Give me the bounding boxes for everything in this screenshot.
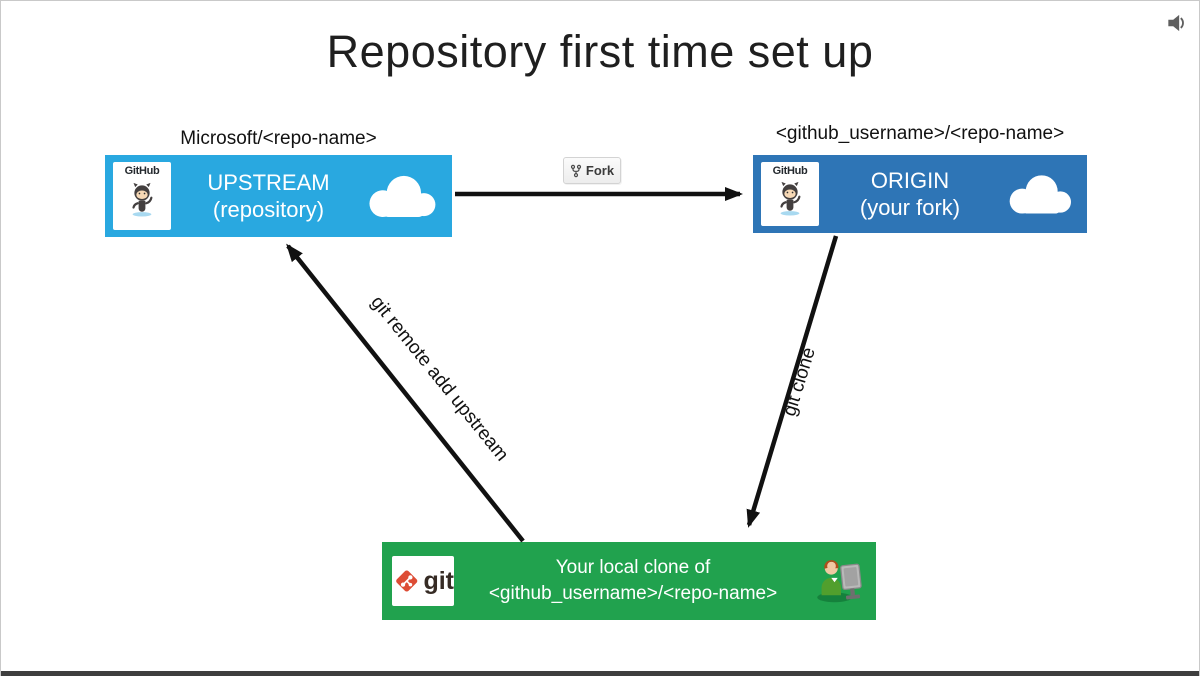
git-logo: git bbox=[392, 556, 454, 606]
local-clone-node: git Your local clone of <github_username… bbox=[382, 542, 876, 620]
git-logo-word: git bbox=[423, 566, 454, 595]
origin-node: GitHub ORIGIN (your fork) bbox=[753, 155, 1087, 233]
page-title: Repository first time set up bbox=[326, 26, 874, 77]
upstream-node: GitHub UPSTREAM (repository) bbox=[105, 155, 452, 237]
upstream-subtitle: (repository) bbox=[212, 197, 325, 222]
cloud-icon bbox=[1009, 175, 1071, 214]
fork-icon bbox=[570, 164, 582, 177]
speaker-icon-glyph bbox=[1168, 14, 1184, 32]
local-clone-line2: <github_username>/<repo-name> bbox=[488, 583, 778, 604]
fork-button[interactable]: Fork bbox=[563, 157, 621, 184]
local-clone-line1: Your local clone of bbox=[555, 557, 711, 579]
person-at-computer-icon bbox=[817, 560, 862, 603]
bottom-edge-bar bbox=[1, 671, 1199, 676]
origin-title: ORIGIN bbox=[870, 167, 950, 193]
upstream-caption: Microsoft/<repo-name> bbox=[180, 128, 377, 149]
git-diamond-icon bbox=[396, 570, 418, 592]
origin-label: ORIGIN (your fork) bbox=[825, 155, 995, 233]
octocat-icon bbox=[132, 182, 153, 217]
git-remote-arrow bbox=[286, 243, 525, 543]
github-logo-word: GitHub bbox=[124, 165, 160, 177]
local-clone-label: Your local clone of <github_username>/<r… bbox=[462, 542, 804, 620]
cloud-icon bbox=[369, 175, 436, 218]
git-remote-label: git remote add upstream bbox=[366, 292, 513, 466]
octocat-icon bbox=[780, 181, 801, 216]
github-logo: GitHub bbox=[761, 162, 819, 226]
origin-subtitle: (your fork) bbox=[859, 195, 961, 220]
upstream-label: UPSTREAM (repository) bbox=[177, 155, 360, 237]
upstream-title: UPSTREAM bbox=[207, 169, 330, 195]
origin-caption: <github_username>/<repo-name> bbox=[775, 123, 1065, 144]
github-logo: GitHub bbox=[113, 162, 171, 230]
fork-button-label: Fork bbox=[585, 163, 615, 178]
speaker-icon[interactable] bbox=[1162, 8, 1192, 38]
github-logo-word: GitHub bbox=[772, 165, 808, 177]
git-clone-label: git clone bbox=[779, 344, 820, 419]
